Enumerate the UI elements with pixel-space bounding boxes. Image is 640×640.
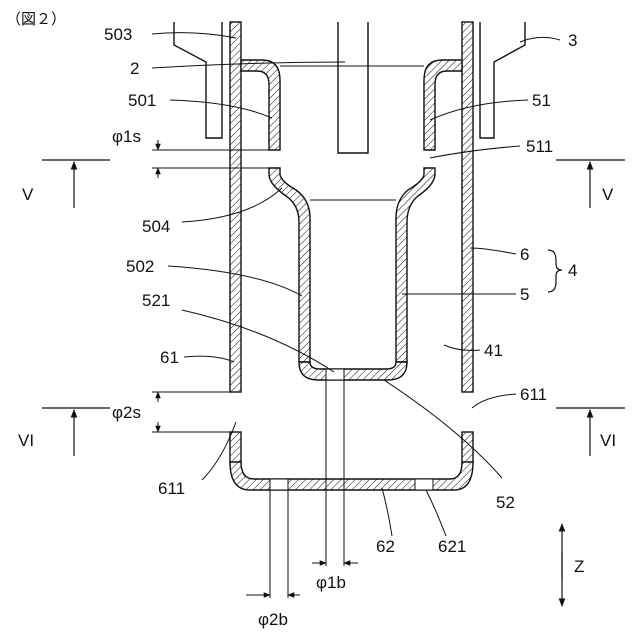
label-phi1b: φ1b: [316, 573, 346, 592]
label-501: 501: [128, 91, 156, 110]
reference-labels: 503 2 3 501 51 φ1s 511 V V 504 6 4 502 5…: [18, 25, 616, 629]
label-41: 41: [484, 341, 503, 360]
inner-wall-left: [269, 168, 310, 362]
label-4: 4: [568, 261, 577, 280]
label-521: 521: [142, 291, 170, 310]
inner-wall-right: [396, 168, 435, 362]
label-phi2s: φ2s: [112, 403, 141, 422]
outer-wall-left-lower: [230, 432, 241, 464]
label-621: 621: [438, 537, 466, 556]
inner-bottom-52: [299, 362, 407, 380]
label-61: 61: [160, 348, 179, 367]
label-504: 504: [142, 217, 170, 236]
label-v-right: V: [602, 185, 614, 204]
label-611-left: 611: [158, 479, 185, 498]
rod-2: [280, 22, 424, 200]
outer-wall-left-upper: [230, 22, 241, 392]
label-phi1s: φ1s: [112, 127, 141, 146]
label-511: 511: [526, 137, 553, 156]
dimension-phi1b: [312, 380, 358, 566]
brace-4: [548, 250, 562, 292]
label-62: 62: [376, 537, 395, 556]
label-3: 3: [568, 31, 577, 50]
label-52: 52: [496, 493, 515, 512]
label-phi2b: φ2b: [258, 610, 288, 629]
label-v-left: V: [22, 185, 34, 204]
label-6: 6: [520, 245, 529, 264]
outer-wall-right-upper: [462, 22, 473, 392]
label-vi-right: VI: [600, 431, 616, 450]
section-marker-v: [42, 160, 625, 208]
label-2: 2: [130, 59, 139, 78]
label-5: 5: [520, 285, 529, 304]
label-z: Z: [574, 557, 584, 576]
outer-bottom-62: [230, 462, 473, 490]
label-611-right: 611: [520, 385, 547, 404]
label-vi-left: VI: [18, 431, 34, 450]
dimension-phi1s: [152, 140, 270, 178]
label-503: 503: [104, 25, 132, 44]
label-51: 51: [532, 91, 551, 110]
dimension-phi2b: [246, 490, 300, 598]
dimension-phi2s: [152, 392, 230, 432]
inner-flange-right: [424, 60, 462, 150]
label-502: 502: [126, 257, 154, 276]
inner-flange-left: [241, 60, 280, 150]
outer-wall-right-lower: [462, 432, 473, 464]
figure-caption: （図２）: [6, 10, 66, 28]
